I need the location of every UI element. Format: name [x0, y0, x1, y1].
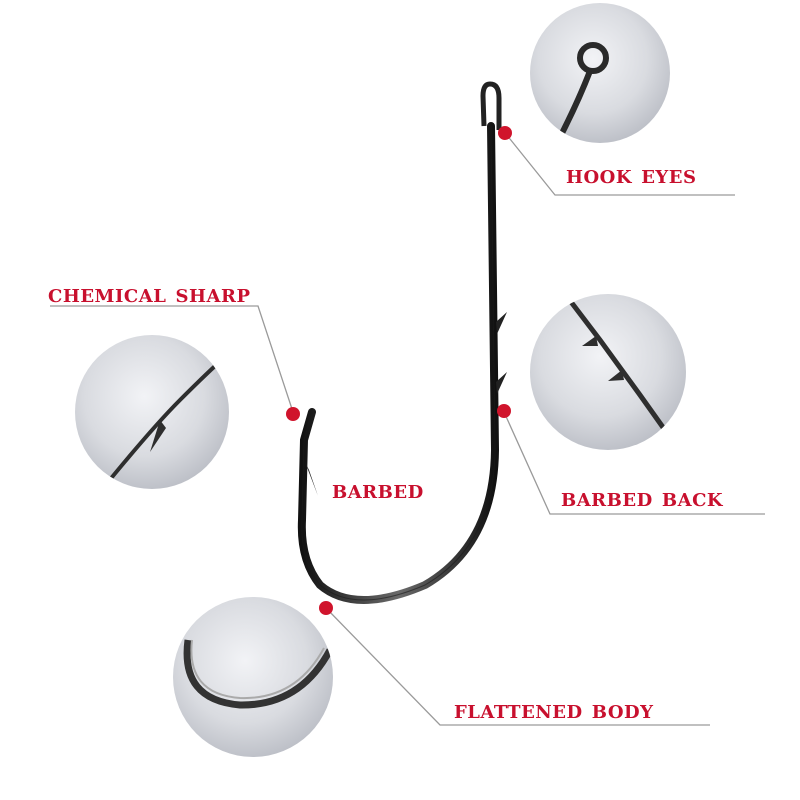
hook-main [297, 81, 507, 604]
callout-dot-barbed-back [497, 404, 511, 418]
barbed-back-closeup [530, 294, 686, 450]
callout-line-hook-eyes [505, 133, 735, 196]
callout-dot-flattened-body [319, 601, 333, 615]
label-barbed-back: BARBED BACK [561, 483, 724, 512]
callout-line-chemical-sharp [50, 305, 294, 413]
callout-line-flattened-body [325, 607, 710, 726]
hook-eye-closeup [530, 3, 670, 143]
label-chemical-sharp: CHEMICAL SHARP [48, 279, 251, 308]
callout-dot-hook-eyes [498, 126, 512, 140]
chemical-sharp-closeup [75, 335, 229, 489]
label-hook-eyes: HOOK EYES [566, 160, 697, 189]
callout-lines [50, 133, 765, 726]
flattened-body-closeup [173, 597, 333, 757]
callout-dots [286, 126, 512, 615]
callout-dot-chemical-sharp [286, 407, 300, 421]
label-flattened-body: FLATTENED BODY [454, 695, 654, 724]
callout-line-barbed-back [503, 411, 765, 515]
label-barbed: BARBED [332, 475, 424, 504]
